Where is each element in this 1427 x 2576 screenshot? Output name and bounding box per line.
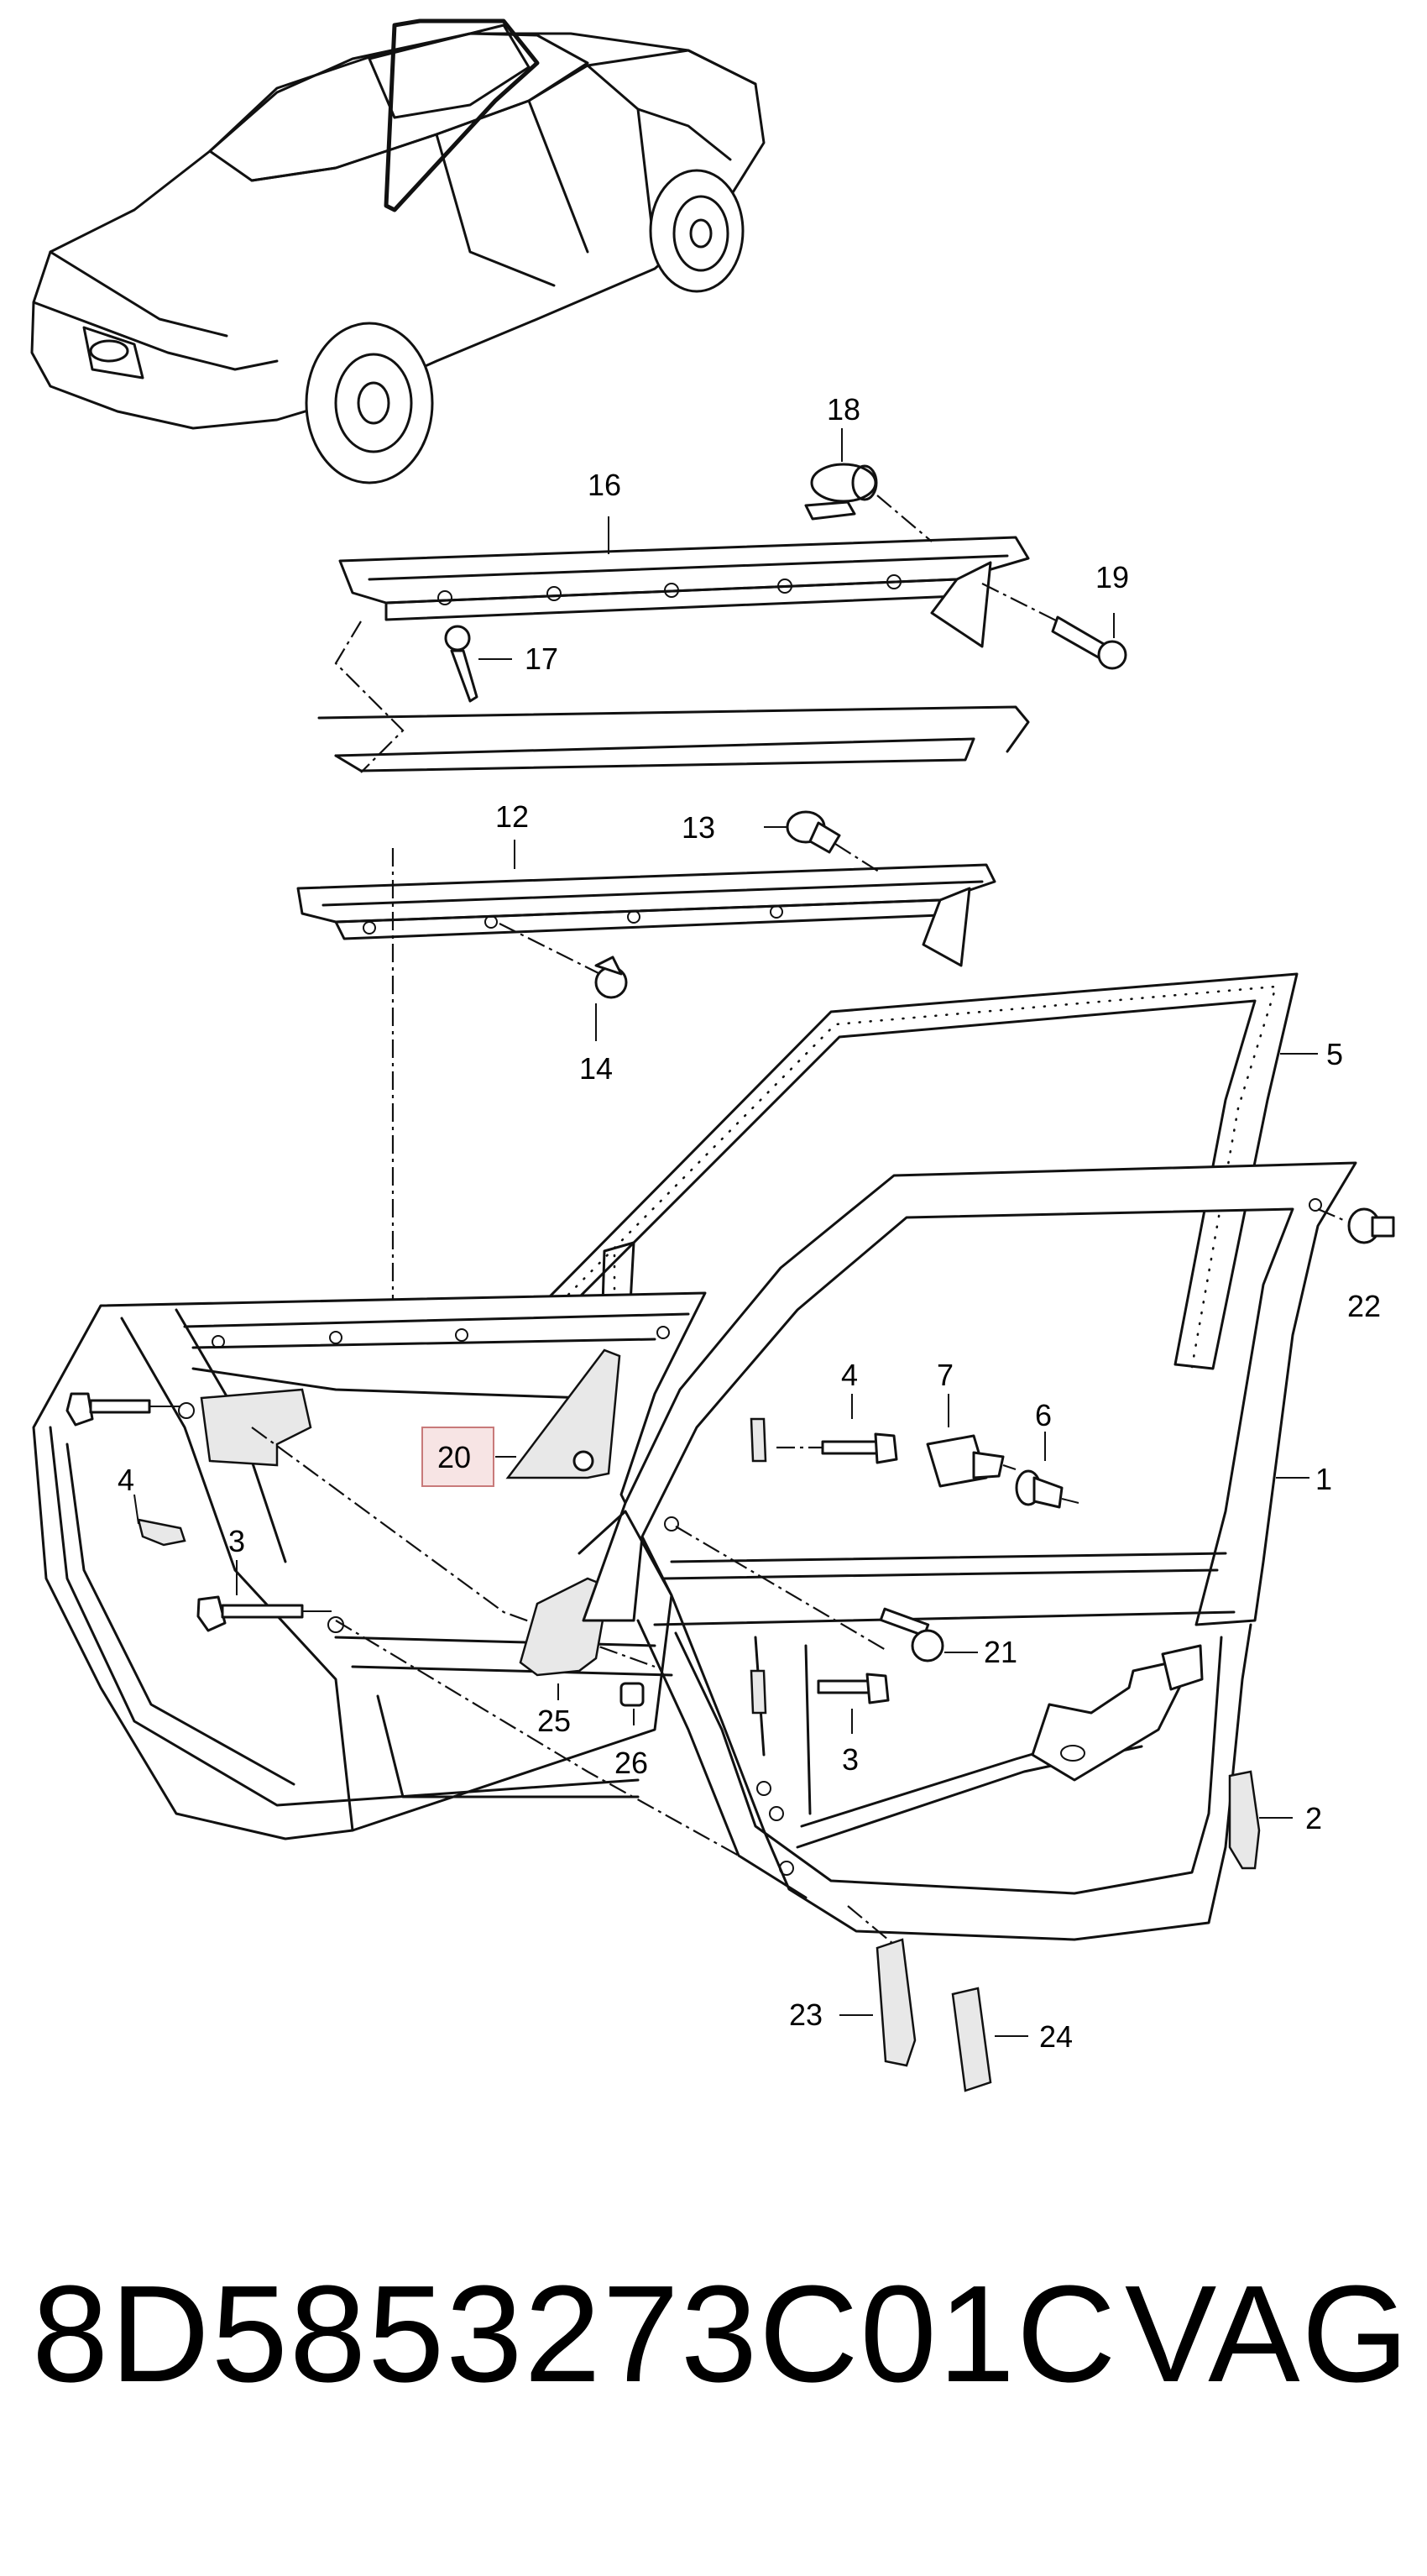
callout-25: 25: [537, 1704, 571, 1738]
callout-12: 12: [495, 799, 529, 834]
callout-1: 1: [1315, 1462, 1332, 1496]
callout-16: 16: [588, 468, 621, 502]
exploded-parts-diagram: 16 18 19 17 12: [30, 18, 1395, 2092]
callout-20: 20: [437, 1440, 471, 1474]
part-20-triangle-cover: [495, 1348, 621, 1479]
callout-21: 21: [984, 1635, 1017, 1669]
part-2-clip: [1228, 1770, 1293, 1870]
callout-18: 18: [827, 392, 860, 427]
callout-4-right: 4: [841, 1358, 858, 1392]
part-22-plug: [1317, 1207, 1395, 1244]
part-4-bolt-left: [65, 1392, 180, 1525]
part-4-bolt-right: [776, 1394, 898, 1464]
callout-20-highlight: [421, 1427, 494, 1487]
part-24-guide: [951, 1987, 1028, 2092]
callout-6: 6: [1035, 1398, 1052, 1432]
car-illustration: [30, 18, 766, 484]
part-1-front-door: [578, 1161, 1357, 1949]
part-23-guide: [839, 1938, 917, 2067]
part-18-clip: [804, 428, 933, 542]
callout-23: 23: [789, 1997, 823, 2032]
part-19-screw: [981, 583, 1127, 670]
part-12-trim-strip: [296, 840, 996, 1360]
callout-24: 24: [1039, 2019, 1073, 2054]
part-25-seal-piece: [519, 1577, 610, 1700]
part-21-screw: [879, 1607, 978, 1662]
brand-label: VAG: [1125, 2257, 1411, 2411]
part-6-striker-pin: [1015, 1432, 1079, 1509]
part-17-clip: [444, 625, 512, 703]
callout-7: 7: [937, 1358, 954, 1392]
door-frame-upper-section: [317, 620, 1030, 773]
callout-5: 5: [1326, 1037, 1343, 1071]
callout-19: 19: [1095, 560, 1129, 594]
callout-14: 14: [579, 1051, 613, 1086]
callout-3-right: 3: [842, 1742, 859, 1777]
part-7-striker-cover: [926, 1394, 1017, 1488]
callout-22: 22: [1347, 1289, 1381, 1323]
part-3-bolt-right: [817, 1673, 890, 1734]
callout-4-left: 4: [118, 1463, 134, 1497]
part-number-label: 8D5853273C01C: [32, 2257, 1118, 2411]
callout-2: 2: [1305, 1801, 1322, 1835]
part-13-clip: [764, 810, 882, 874]
part-26-nut: [619, 1682, 645, 1725]
callout-13: 13: [682, 810, 715, 845]
rear-door-shell: [32, 1291, 740, 1856]
part-14-clip: [499, 923, 628, 1041]
part-3-bolt-left: [196, 1560, 332, 1632]
callout-3-left: 3: [228, 1524, 245, 1558]
callout-17: 17: [525, 641, 558, 676]
callout-26: 26: [614, 1746, 648, 1780]
part-16-trim-strip: [338, 516, 1030, 648]
